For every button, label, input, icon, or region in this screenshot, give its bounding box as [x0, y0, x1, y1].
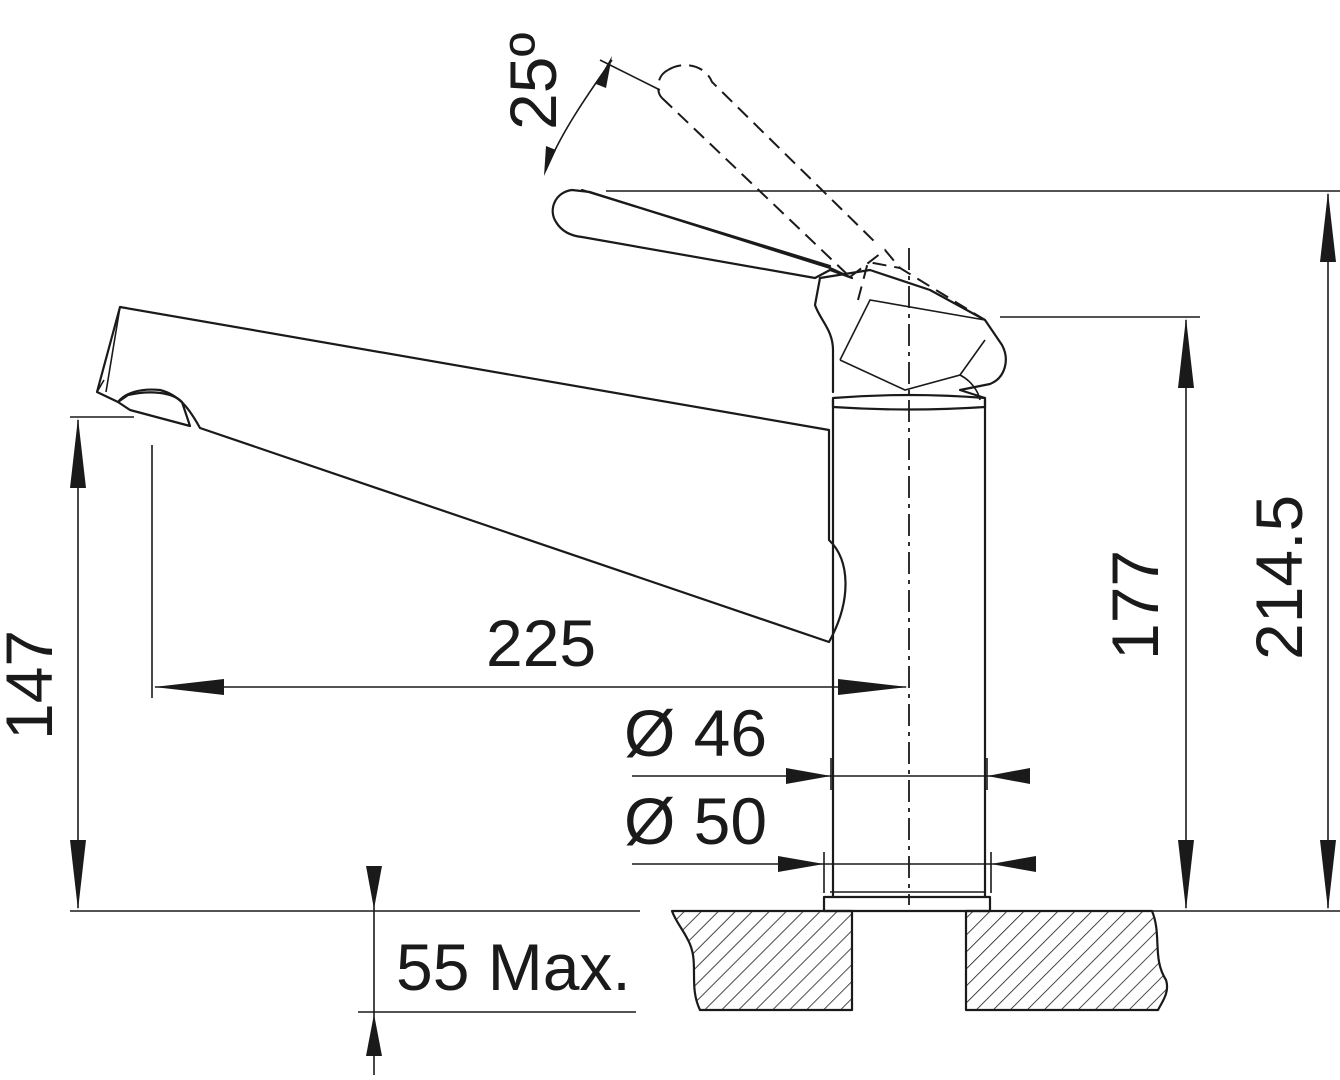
height-body-dimension: 177 — [1000, 316, 1200, 910]
counter-thickness-label: 55 Max. — [396, 930, 631, 1004]
angle-dimension: 25º — [496, 32, 661, 176]
reach-dimension: 225 — [151, 445, 908, 698]
lever-handle-closed — [551, 188, 854, 280]
angle-label: 25º — [496, 32, 570, 130]
diameter-base-dimension: Ø 50 — [624, 784, 1036, 893]
diameter-base-label: Ø 50 — [624, 784, 767, 858]
column-top-ring — [831, 393, 987, 411]
aerator — [116, 391, 192, 428]
height-spout-label: 147 — [0, 630, 66, 740]
height-body-label: 177 — [1098, 550, 1172, 660]
handle-housing — [813, 268, 1007, 400]
height-total-dimension: 214.5 — [606, 190, 1340, 912]
spout — [95, 305, 847, 644]
countertop — [670, 909, 1169, 1012]
lever-handle-open-dashed — [657, 64, 986, 321]
counter-thickness-dimension: 55 Max. — [358, 866, 636, 1075]
height-spout-dimension: 147 — [0, 416, 640, 912]
countertop-left-block — [670, 909, 854, 1012]
spout-tip-detail — [96, 306, 121, 393]
faucet-body — [95, 64, 1007, 913]
base-flange — [822, 895, 992, 913]
diameter-top-label: Ø 46 — [624, 696, 767, 770]
diameter-top-dimension: Ø 46 — [624, 696, 1030, 790]
countertop-right-block — [964, 909, 1169, 1012]
reach-label: 225 — [486, 606, 596, 680]
height-total-label: 214.5 — [1242, 495, 1316, 660]
